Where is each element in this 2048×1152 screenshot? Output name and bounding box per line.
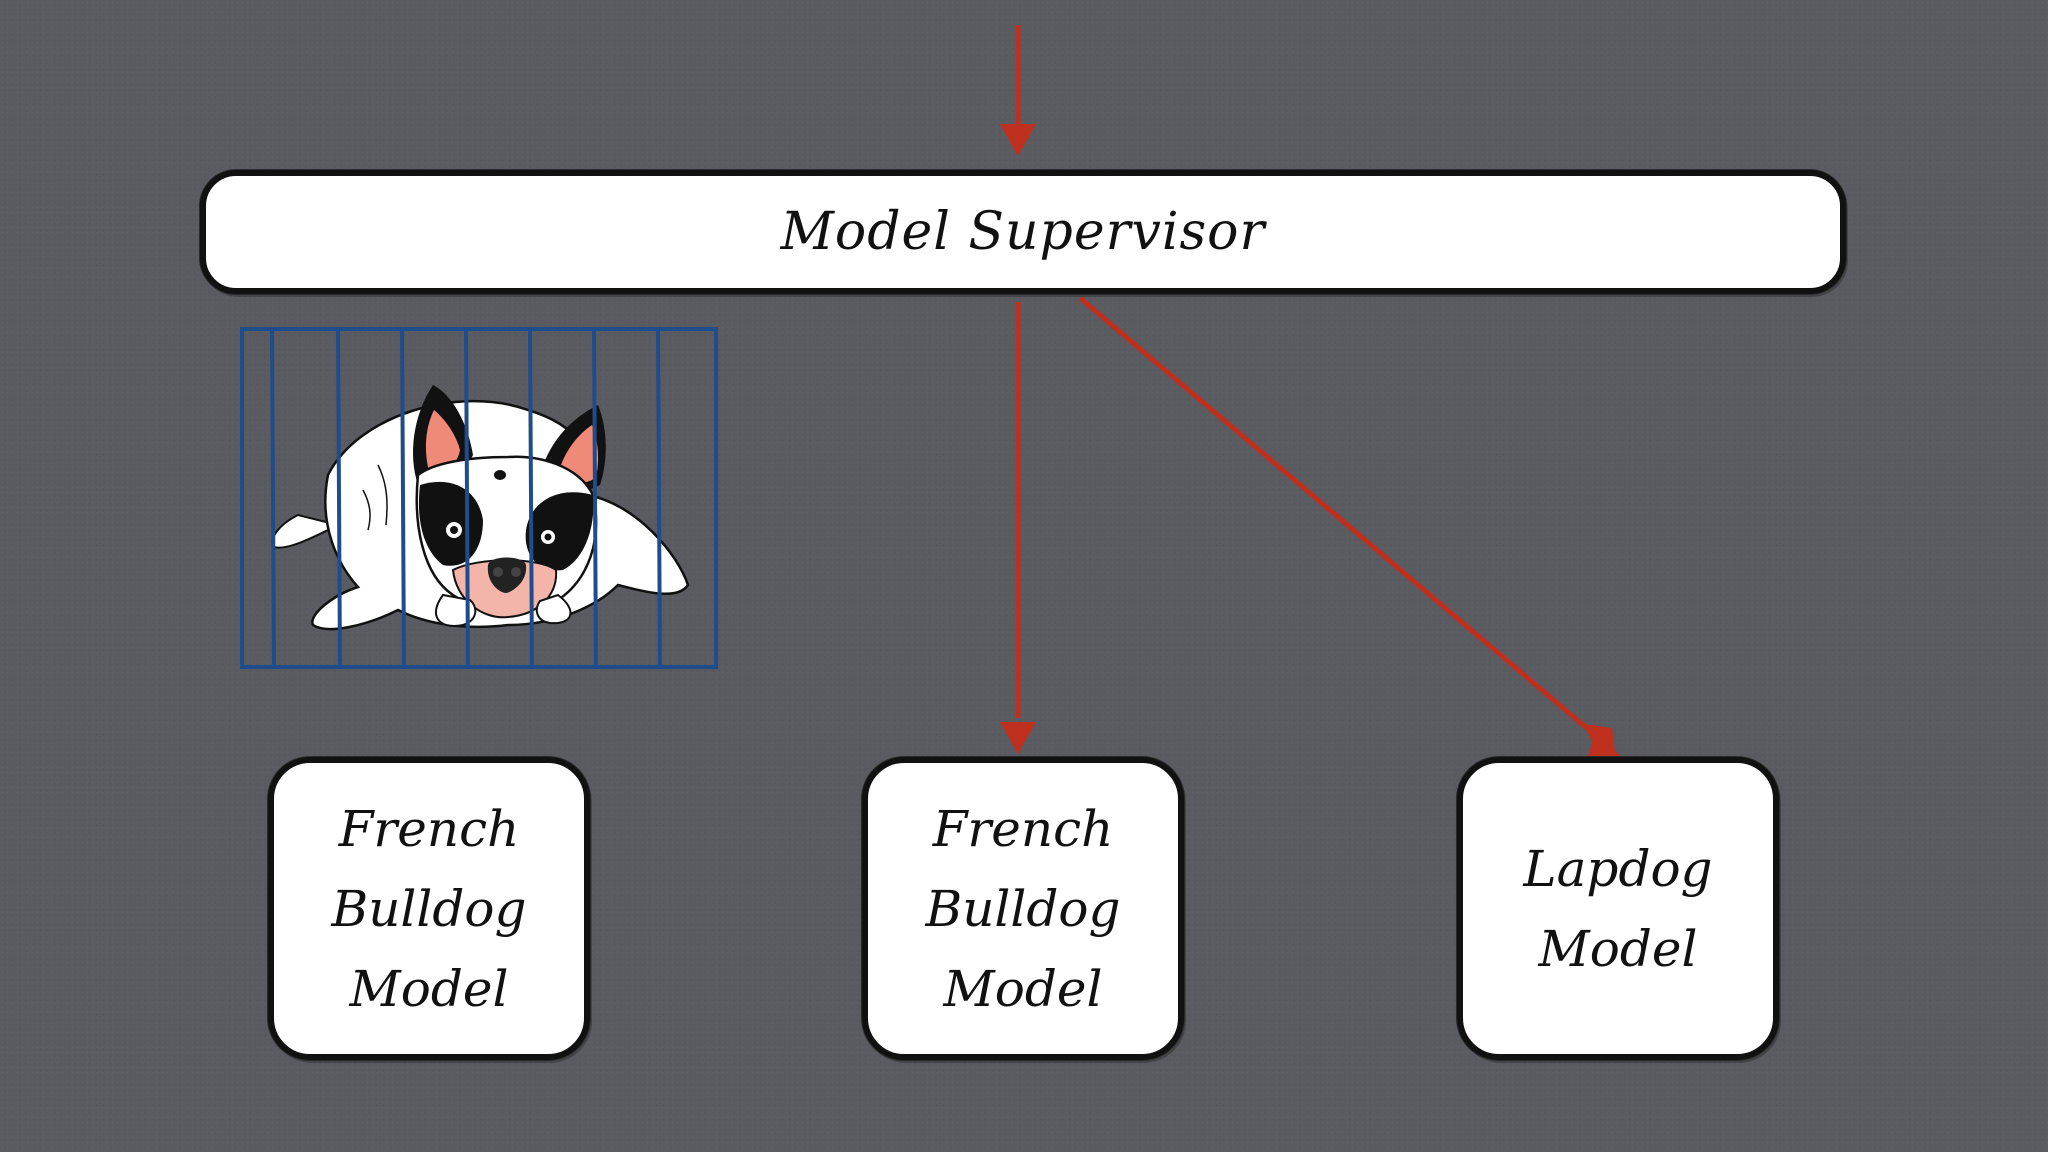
caged-french-bulldog-illustration [240,327,718,669]
arrow-to-middle-model [1000,302,1036,754]
lapdog-model-box: Lapdog Model [1457,757,1779,1060]
french-bulldog-model-box-caged: French Bulldog Model [268,757,590,1060]
input-arrow [1000,25,1036,156]
arrow-to-lapdog-model [1078,296,1624,760]
model-label: French Bulldog Model [331,799,527,1018]
cage-bars [240,327,718,669]
model-label: French Bulldog Model [925,799,1121,1018]
model-label: Lapdog Model [1523,839,1713,978]
french-bulldog-icon [271,385,690,631]
model-supervisor-label: Model Supervisor [780,202,1266,262]
french-bulldog-model-box: French Bulldog Model [862,757,1184,1060]
model-supervisor-box: Model Supervisor [200,170,1846,294]
